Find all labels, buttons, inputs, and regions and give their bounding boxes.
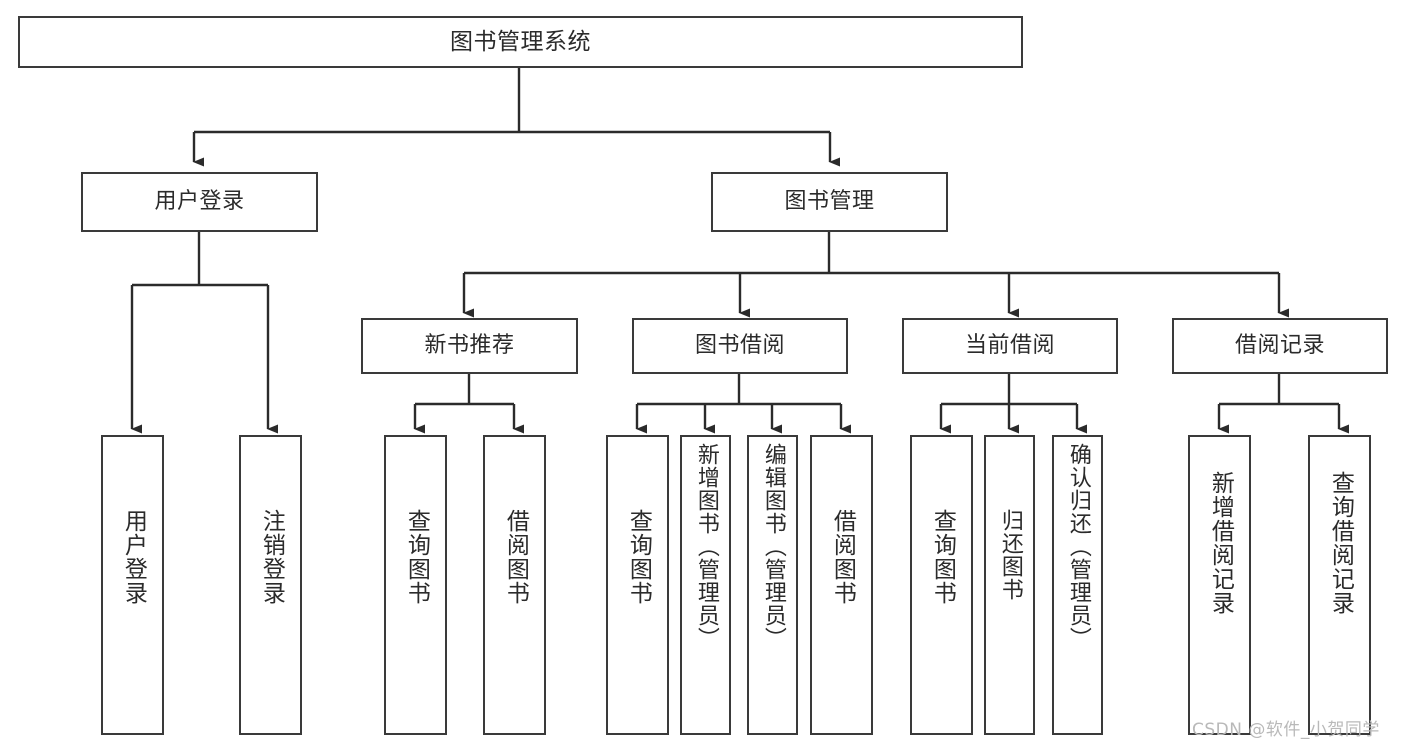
node-label: 借阅图书 (829, 509, 856, 605)
node-label: 图书借阅 (694, 333, 785, 359)
leaf-add-borrow-record[interactable]: 新增借阅记录 (1188, 435, 1251, 735)
node-label: 当前借阅 (964, 333, 1055, 359)
node-label: 归还图书 (997, 509, 1023, 601)
leaf-confirm-return-admin[interactable]: 确认归还（管理员） (1052, 435, 1103, 735)
leaf-edit-book-admin[interactable]: 编辑图书（管理员） (747, 435, 798, 735)
leaf-user-logout[interactable]: 注销登录 (239, 435, 302, 735)
leaf-borrow-book-new-recommend[interactable]: 借阅图书 (483, 435, 546, 735)
leaf-query-book-new-recommend[interactable]: 查询图书 (384, 435, 447, 735)
node-current-borrow[interactable]: 当前借阅 (902, 318, 1118, 374)
node-label: 编辑图书（管理员） (760, 443, 786, 650)
node-label: 图书管理 (784, 189, 875, 215)
node-label: 查询借阅记录 (1327, 471, 1354, 615)
node-new-book-recommend[interactable]: 新书推荐 (361, 318, 578, 374)
node-label: 借阅图书 (502, 509, 529, 605)
node-label: 用户登录 (120, 509, 147, 605)
leaf-user-login[interactable]: 用户登录 (101, 435, 164, 735)
node-label: 确认归还（管理员） (1065, 443, 1091, 650)
leaf-query-borrow-record[interactable]: 查询借阅记录 (1308, 435, 1371, 735)
leaf-query-book-borrow[interactable]: 查询图书 (606, 435, 669, 735)
node-label: 注销登录 (258, 509, 285, 605)
leaf-add-book-admin[interactable]: 新增图书（管理员） (680, 435, 731, 735)
csdn-watermark: CSDN @软件_小贺同学 (1192, 720, 1380, 740)
node-label: 图书管理系统 (450, 28, 591, 55)
node-book-borrow[interactable]: 图书借阅 (632, 318, 848, 374)
leaf-return-book[interactable]: 归还图书 (984, 435, 1035, 735)
node-label: 新增图书（管理员） (693, 443, 719, 650)
leaf-query-book-current[interactable]: 查询图书 (910, 435, 973, 735)
node-label: 借阅记录 (1234, 333, 1325, 359)
node-label: 新书推荐 (424, 333, 515, 359)
node-root-book-management-system[interactable]: 图书管理系统 (18, 16, 1023, 68)
node-label: 查询图书 (403, 509, 430, 605)
node-label: 查询图书 (929, 509, 956, 605)
node-label: 查询图书 (625, 509, 652, 605)
node-borrow-record[interactable]: 借阅记录 (1172, 318, 1388, 374)
leaf-borrow-book-borrow[interactable]: 借阅图书 (810, 435, 873, 735)
node-user-login[interactable]: 用户登录 (81, 172, 318, 232)
node-label: 用户登录 (154, 189, 245, 215)
node-label: 新增借阅记录 (1207, 471, 1234, 615)
node-book-management[interactable]: 图书管理 (711, 172, 948, 232)
